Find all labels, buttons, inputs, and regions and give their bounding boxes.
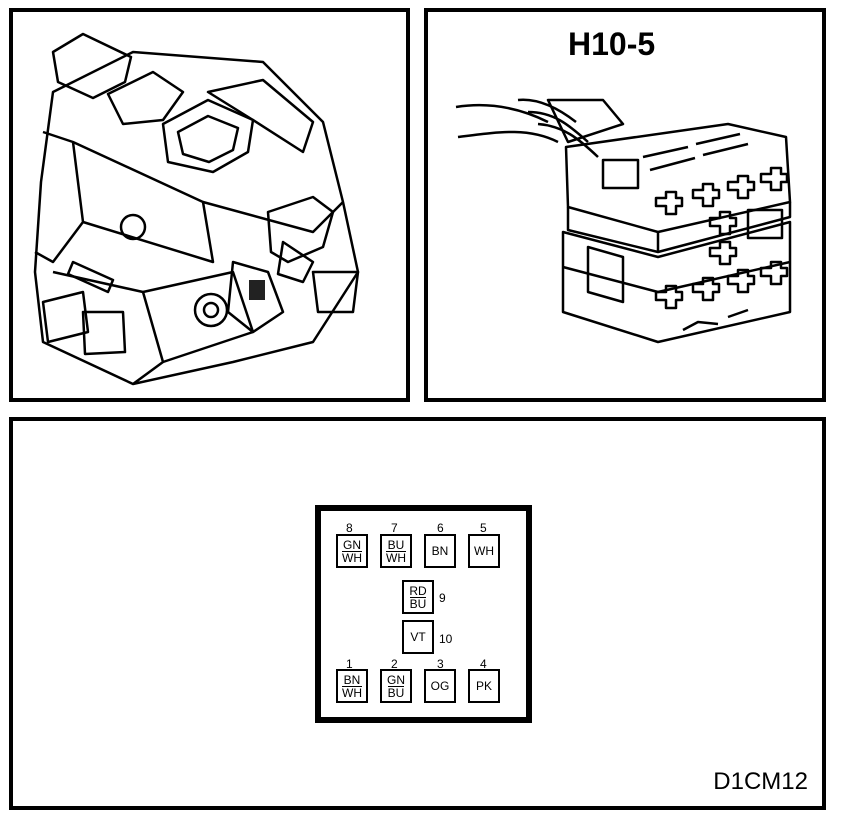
- pin-number: 10: [439, 632, 453, 646]
- pin-number: 8: [346, 521, 353, 535]
- pin-number: 7: [391, 521, 398, 535]
- connector-panel: H10-5: [424, 8, 826, 402]
- pin-cavity: WH: [468, 534, 500, 568]
- pin-color: PK: [475, 679, 492, 693]
- pinout-panel: 8 GN WH 7 BU WH 6 BN 5 WH RD BU 9 VT 10 …: [9, 417, 826, 810]
- connector-drawing: [455, 98, 792, 344]
- pin-cavity: PK: [468, 669, 500, 703]
- pin-color: WH: [474, 544, 494, 558]
- pin-number: 4: [480, 657, 487, 671]
- pin-color: GN: [387, 672, 405, 687]
- pin-cavity: BU WH: [380, 534, 412, 568]
- pin-number: 6: [437, 521, 444, 535]
- pin-cavity: GN BU: [380, 669, 412, 703]
- pin-color: BU: [409, 596, 427, 611]
- pin-cavity: OG: [424, 669, 456, 703]
- figure-id: D1CM12: [713, 768, 808, 795]
- pin-cavity: RD BU: [402, 580, 434, 614]
- heater-module-drawing: [33, 32, 360, 386]
- pin-number: 2: [391, 657, 398, 671]
- pin-number: 5: [480, 521, 487, 535]
- pin-color: BU: [387, 685, 405, 700]
- pin-number: 3: [437, 657, 444, 671]
- pin-color: GN: [343, 537, 361, 552]
- pin-color: RD: [409, 583, 427, 598]
- pin-cavity: VT: [402, 620, 434, 654]
- pin-color: WH: [386, 550, 406, 565]
- pin-color: OG: [430, 679, 450, 693]
- pin-color: VT: [410, 630, 426, 644]
- pin-number: 1: [346, 657, 353, 671]
- pin-color: BN: [431, 544, 449, 558]
- connector-face: 8 GN WH 7 BU WH 6 BN 5 WH RD BU 9 VT 10 …: [315, 505, 532, 723]
- connector-title: H10-5: [568, 26, 656, 62]
- pin-color: WH: [342, 550, 362, 565]
- pin-cavity: GN WH: [336, 534, 368, 568]
- pin-cavity: BN: [424, 534, 456, 568]
- heater-module-panel: [9, 8, 410, 402]
- pin-color: BN: [343, 672, 361, 687]
- pin-number: 9: [439, 591, 446, 605]
- pin-color: WH: [342, 685, 362, 700]
- pin-cavity: BN WH: [336, 669, 368, 703]
- pin-color: BU: [387, 537, 405, 552]
